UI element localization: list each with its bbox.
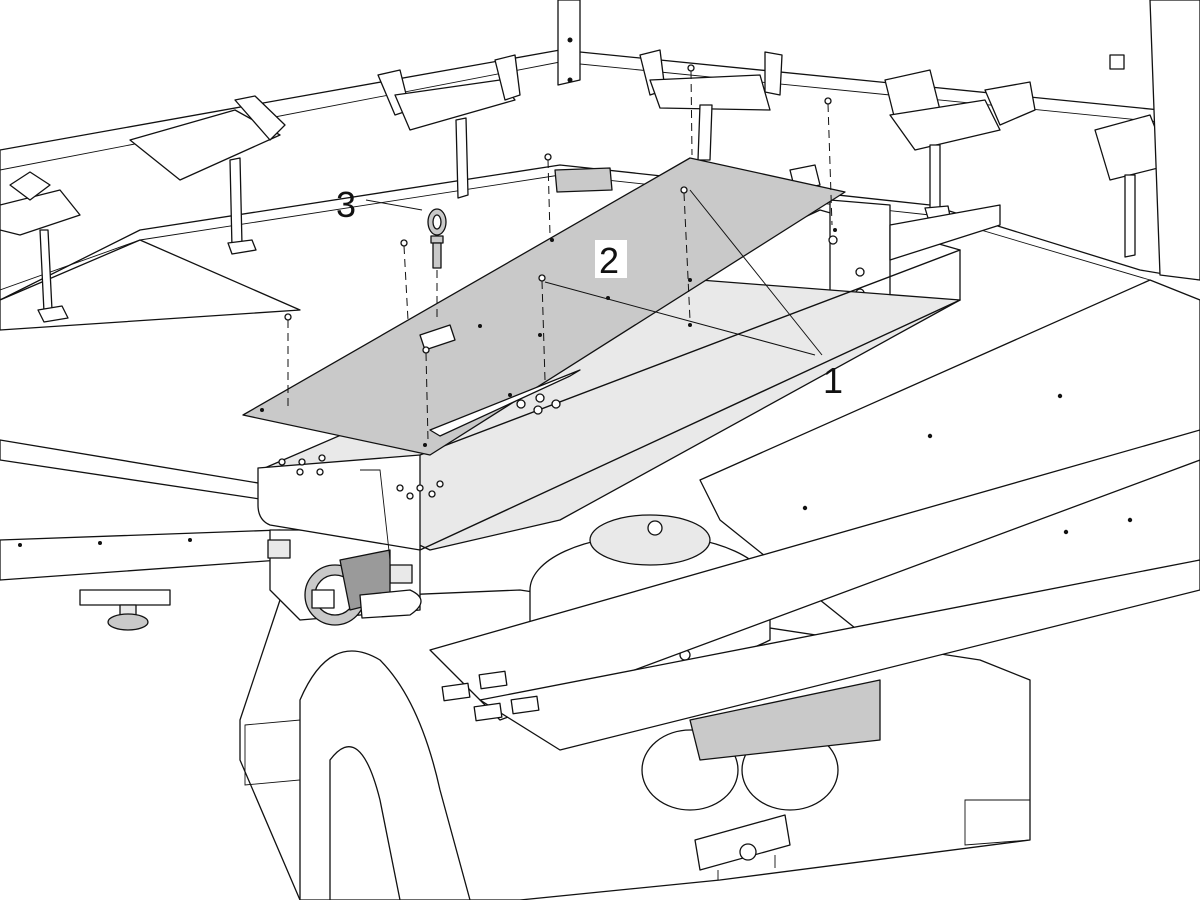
- mounting-pads: [441, 670, 540, 722]
- diagonal-beam: [429, 429, 1200, 761]
- motor-gearbox: [267, 529, 422, 626]
- callout-1-label: 1: [823, 360, 843, 401]
- tool-pockets: [0, 0, 1200, 323]
- eye-bolt: [427, 208, 447, 322]
- callout-2-label: 2: [599, 240, 619, 281]
- control-box: [694, 814, 791, 880]
- leader-lines: [365, 189, 823, 356]
- cover-plate: [242, 157, 846, 456]
- callout-3-label: 3: [336, 184, 356, 225]
- callout-labels: 1 2 3: [336, 184, 843, 401]
- callout-2-backdrop: [595, 240, 627, 278]
- support-arms-left: [0, 439, 301, 581]
- screws: [284, 64, 833, 441]
- leveling-foot: [79, 589, 171, 631]
